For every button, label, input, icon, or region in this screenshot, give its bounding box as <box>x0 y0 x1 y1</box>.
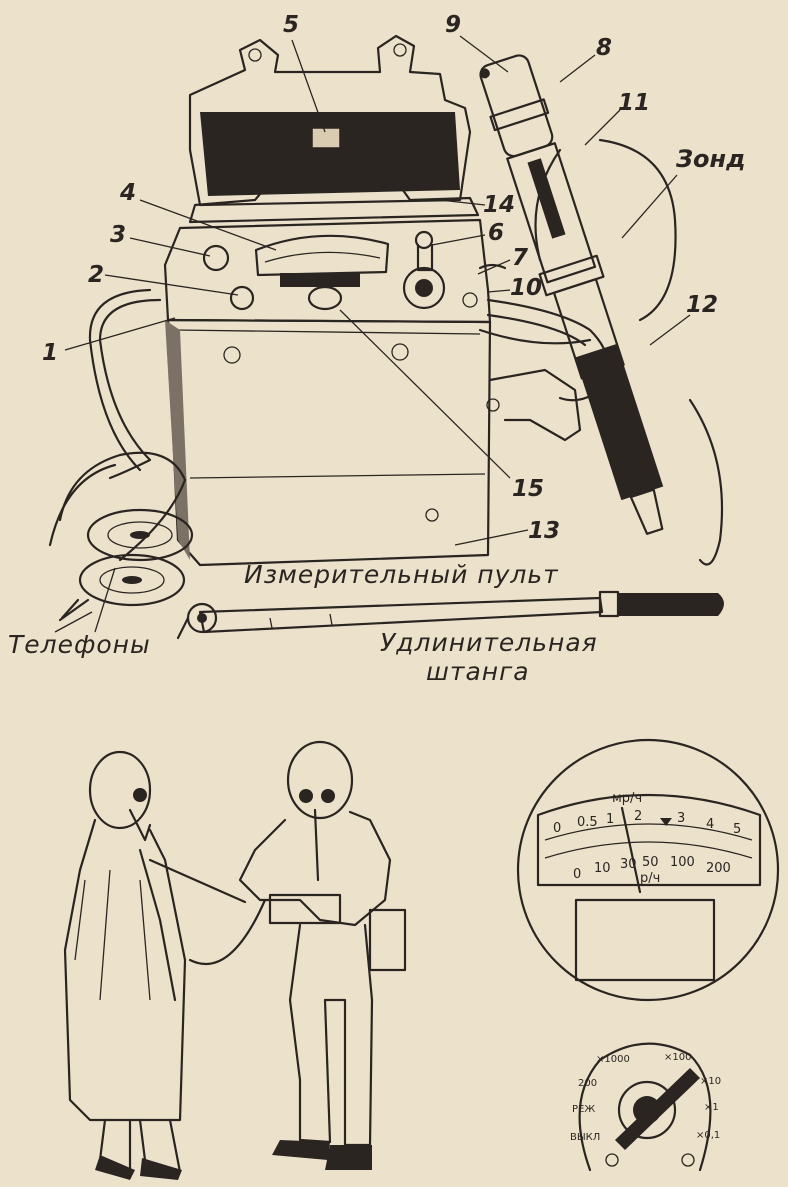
meter-unit-bottom: р/ч <box>640 871 660 886</box>
caption-headphones: Телефоны <box>8 630 151 659</box>
extension-rod-drawing <box>176 590 724 640</box>
callout-6: 6 <box>488 220 505 246</box>
switch-pos-off: ВЫКЛ <box>570 1132 600 1143</box>
callout-10: 10 <box>510 275 543 301</box>
callout-1: 1 <box>42 340 59 366</box>
callout-9: 9 <box>445 12 462 38</box>
caption-extension-rod-1: Удлинительная <box>380 628 598 657</box>
operators-illustration <box>63 740 407 1180</box>
meter-bottom-tick-4: 100 <box>670 855 695 870</box>
callout-11: 11 <box>618 90 651 116</box>
meter-bottom-tick-1: 10 <box>594 861 611 876</box>
headphones-drawing <box>58 508 194 622</box>
probe-drawing <box>479 54 724 566</box>
switch-pos-200: 200 <box>578 1078 597 1089</box>
callout-12: 12 <box>686 292 719 318</box>
meter-top-tick-5: 4 <box>706 817 714 832</box>
callout-7: 7 <box>512 245 529 271</box>
plate-line-2: №5 1961г <box>596 955 662 970</box>
callout-probe: Зонд <box>676 145 746 173</box>
meter-top-tick-3: 2 <box>634 809 642 824</box>
range-switch-inset <box>578 1042 712 1172</box>
measuring-console <box>48 34 610 567</box>
switch-pos-x1: ×1 <box>704 1102 719 1113</box>
meter-scale-inset <box>516 738 780 1002</box>
switch-pos-mode: РЕЖ <box>572 1104 595 1115</box>
callout-14: 14 <box>483 192 516 218</box>
callout-13: 13 <box>528 518 561 544</box>
callout-4: 4 <box>120 180 137 206</box>
caption-extension-rod-2: штанга <box>426 657 530 686</box>
leader-lines <box>54 35 691 633</box>
switch-pos-x10: ×10 <box>700 1076 721 1087</box>
meter-top-tick-1: 0.5 <box>577 815 598 830</box>
switch-pos-x1000: ×1000 <box>596 1054 630 1065</box>
meter-top-tick-0: 0 <box>553 821 561 836</box>
meter-top-tick-4: 3 <box>677 811 685 826</box>
meter-top-tick-6: 5 <box>733 822 741 837</box>
meter-bottom-tick-0: 0 <box>573 867 581 882</box>
meter-bottom-tick-5: 200 <box>706 861 731 876</box>
switch-pos-x0-1: ×0,1 <box>696 1130 720 1141</box>
caption-measuring-console: Измерительный пульт <box>244 560 559 589</box>
switch-pos-x100: ×100 <box>664 1052 691 1063</box>
meter-top-tick-2: 1 <box>606 812 614 827</box>
callout-15: 15 <box>512 476 545 502</box>
meter-bottom-tick-2: 30 <box>620 857 637 872</box>
callout-3: 3 <box>110 222 127 248</box>
meter-unit-top: мр/ч <box>612 791 642 806</box>
callout-8: 8 <box>596 35 613 61</box>
callout-5: 5 <box>283 12 300 38</box>
plate-line-1: ДП-5А <box>612 939 654 954</box>
meter-bottom-tick-3: 50 <box>642 855 659 870</box>
callout-2: 2 <box>88 262 105 288</box>
